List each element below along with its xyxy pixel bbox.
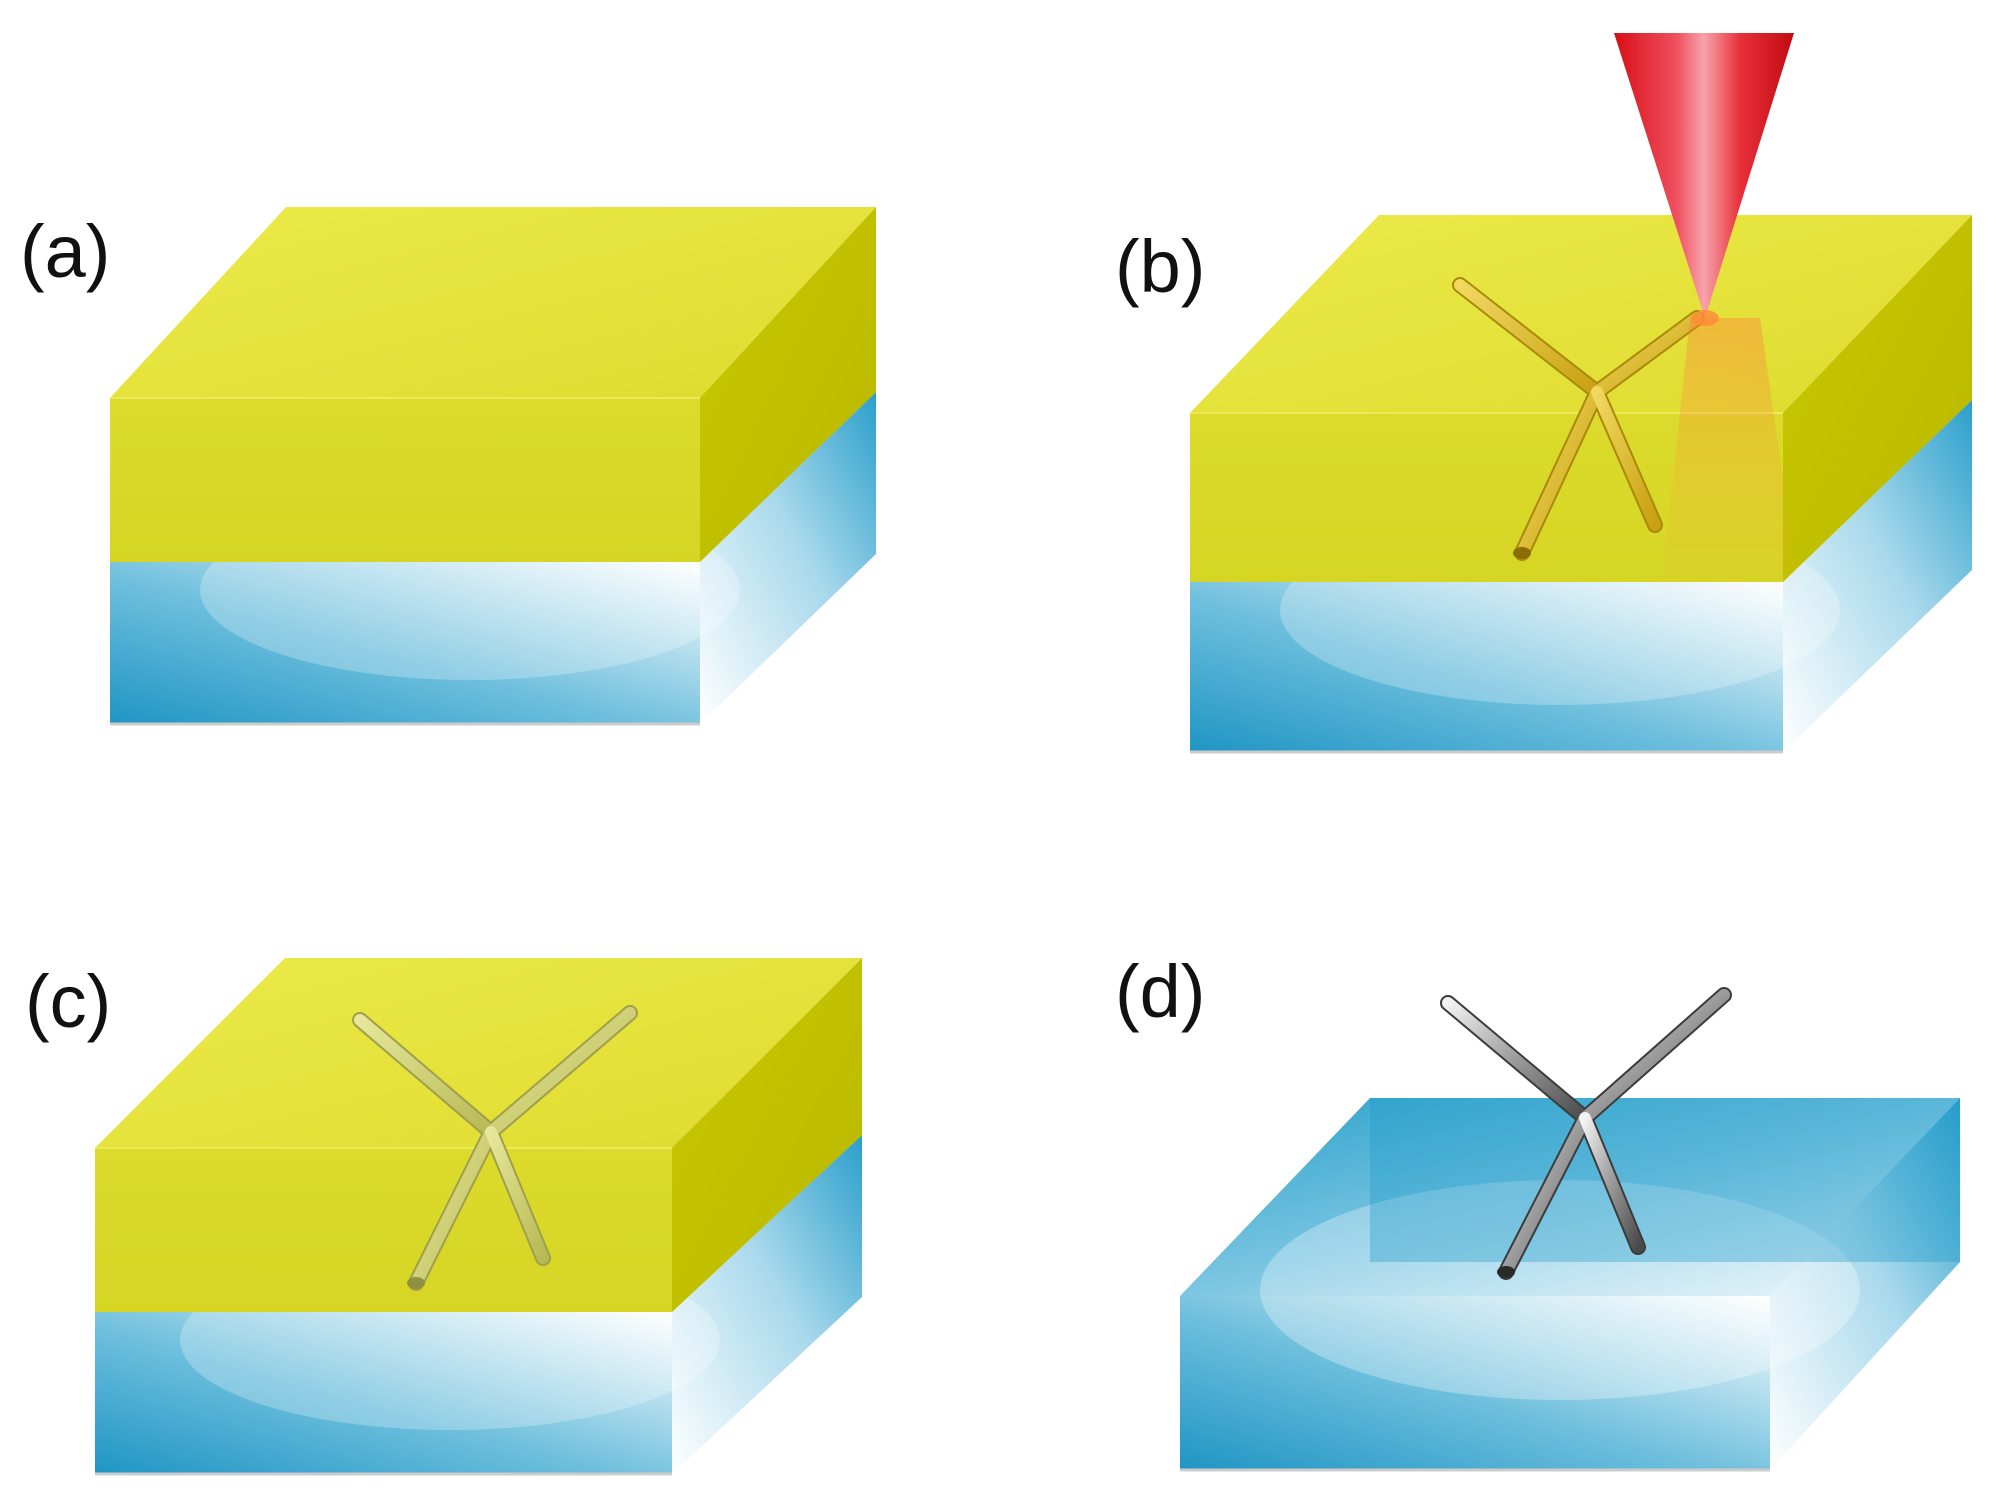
panel-label-a: (a) <box>20 210 111 293</box>
focused-laser-beam <box>1614 33 1800 600</box>
panel-b <box>1190 33 1972 754</box>
photoresist-layer <box>95 958 862 1312</box>
photoresist-layer <box>110 207 876 562</box>
y-junction-rod <box>1440 987 1732 1280</box>
glass-substrate-slab <box>1180 1098 1960 1472</box>
y-junction-rod <box>1452 277 1705 561</box>
panel-c <box>95 958 862 1476</box>
panel-label-c: (c) <box>25 960 112 1043</box>
panel-label-d: (d) <box>1115 950 1206 1033</box>
panel-a <box>110 207 876 726</box>
photoresist-layer <box>1190 215 1972 582</box>
panel-d <box>1180 987 1960 1472</box>
panel-label-b: (b) <box>1115 225 1206 308</box>
y-junction-rod <box>352 1005 638 1291</box>
